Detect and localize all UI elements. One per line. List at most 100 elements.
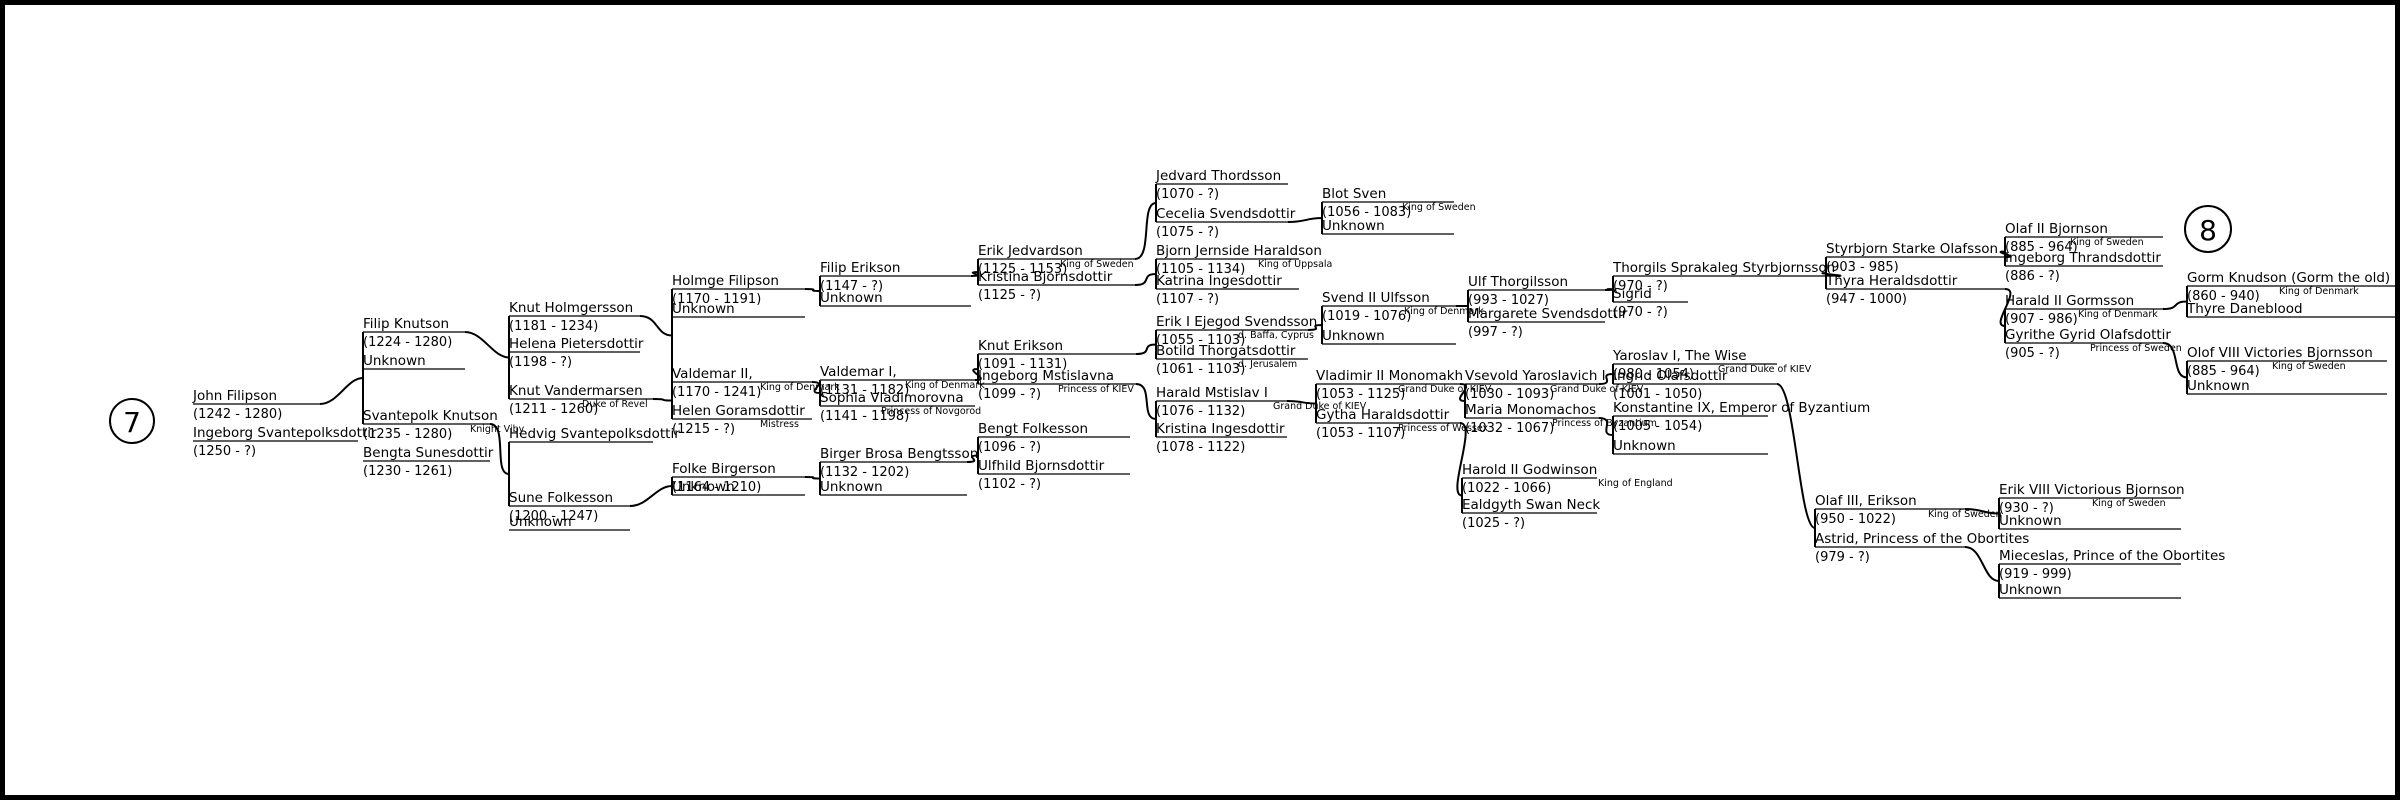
person-name: John Filipson — [192, 388, 277, 404]
person-p34[interactable]: Erik I Ejegod Svendsson(1055 - 1103)d. B… — [1156, 314, 1317, 348]
person-p51[interactable]: Sigrid(970 - ?) — [1613, 286, 1688, 320]
person-p21[interactable]: Sophia Vladimorovna(1141 - 1198)Princess… — [820, 390, 981, 424]
parent-connector — [1999, 237, 2012, 266]
person-p42[interactable]: Vladimir II Monomakh(1053 - 1125)Grand D… — [1316, 368, 1492, 402]
person-dates: (1235 - 1280) — [363, 427, 452, 442]
generation-7-marker[interactable]: 7 — [109, 398, 155, 444]
person-p30[interactable]: Jedvard Thordsson(1070 - ?) — [1155, 168, 1288, 202]
person-p0[interactable]: John Filipson (1242 - 1280) — [192, 388, 320, 422]
person-p53[interactable]: Ingrid Olafsdottir(1001 - 1050) — [1613, 368, 1777, 402]
person-note: Mistress — [760, 419, 799, 430]
person-p41[interactable]: Unknown — [1322, 328, 1456, 345]
person-p17[interactable]: Unknown — [672, 479, 805, 496]
person-p58[interactable]: Olaf III, Erikson(950 - 1022)King of Swe… — [1815, 493, 2002, 527]
person-p36[interactable]: Harald Mstislav I(1076 - 1132)Grand Duke… — [1156, 385, 1367, 419]
person-p35[interactable]: Botild Thorgatsdottir(1061 - 1103)d. Jer… — [1156, 343, 1308, 377]
person-p47[interactable]: Maria Monomachos(1032 - 1067)Princess of… — [1465, 402, 1657, 436]
person-p37[interactable]: Kristina Ingesdottir(1078 - 1122) — [1156, 421, 1287, 455]
person-dates: (970 - ?) — [1613, 305, 1668, 320]
person-p4[interactable]: Svantepolk Knutson(1235 - 1280)Knight Vi… — [363, 408, 525, 442]
person-p46[interactable]: Vsevold Yaroslavich I(1030 - 1093)Grand … — [1465, 368, 1644, 402]
person-p48[interactable]: Harold II Godwinson(1022 - 1066)King of … — [1462, 462, 1673, 496]
person-dates: (919 - 999) — [1999, 567, 2072, 582]
person-p28[interactable]: Bengt Folkesson(1096 - ?) — [978, 421, 1130, 455]
person-p66[interactable]: Mieceslas, Prince of the Obortites(919 -… — [1999, 548, 2225, 582]
person-p65[interactable]: Unknown — [1999, 513, 2181, 530]
person-p43[interactable]: Gytha Haraldsdottir(1053 - 1107)Princess… — [1316, 407, 1489, 441]
person-dates: (947 - 1000) — [1826, 292, 1907, 307]
person-p68[interactable]: Gorm Knudson (Gorm the old)(860 - 940)Ki… — [2187, 270, 2396, 304]
person-p6[interactable]: Knut Holmgersson(1181 - 1234) — [509, 300, 640, 334]
parent-connector — [972, 354, 982, 384]
person-p25[interactable]: Kristina Bjornsdottir(1125 - ?) — [978, 269, 1135, 303]
generation-8-marker[interactable]: 8 — [2184, 205, 2232, 253]
person-name: Unknown — [1999, 582, 2062, 598]
person-p60[interactable]: Olaf II Bjornson(885 - 964)King of Swede… — [2005, 221, 2163, 255]
person-name: Cecelia Svendsdottir — [1156, 206, 1296, 222]
person-p27[interactable]: Ingeborg Mstislavna(1099 - ?)Princess of… — [978, 368, 1136, 402]
person-p64[interactable]: Erik VIII Victorious Bjornson(930 - ?)Ki… — [1999, 482, 2185, 516]
person-p44[interactable]: Ulf Thorgilsson(993 - 1027) — [1468, 274, 1605, 308]
person-p26[interactable]: Knut Erikson(1091 - 1131) — [978, 338, 1136, 372]
person-p40[interactable]: Svend II Ulfsson(1019 - 1076)King of Den… — [1322, 290, 1484, 324]
person-p63[interactable]: Gyrithe Gyrid Olafsdottir(905 - ?)Prince… — [2005, 327, 2182, 361]
person-p3[interactable]: Unknown — [363, 353, 465, 370]
person-p69[interactable]: Thyre Daneblood — [2186, 301, 2396, 318]
person-name: Unknown — [672, 479, 735, 495]
person-p31[interactable]: Cecelia Svendsdottir(1075 - ?) — [1156, 206, 1296, 240]
person-p70[interactable]: Olof VIII Victories Bjornsson(885 - 964)… — [2187, 345, 2387, 379]
parent-connector — [652, 382, 673, 419]
person-p7[interactable]: Helena Pietersdottir(1198 - ?) — [509, 336, 644, 370]
person-p59[interactable]: Astrid, Princess of the Obortites(979 - … — [1815, 531, 2029, 565]
person-p19[interactable]: Unknown — [820, 290, 971, 307]
person-p56[interactable]: Styrbjorn Starke Olafsson(903 - 985) — [1826, 241, 2005, 275]
person-dates: (1198 - ?) — [509, 355, 572, 370]
person-p14[interactable]: Valdemar II,(1170 - 1241)King of Denmark — [672, 366, 840, 400]
person-p10[interactable]: Sune Folkesson(1200 - 1247) — [509, 490, 630, 524]
person-p62[interactable]: Harald II Gormsson(907 - 986)King of Den… — [2005, 293, 2163, 327]
person-p5[interactable]: Bengta Sunesdottir(1230 - 1261) — [363, 445, 494, 479]
person-p45[interactable]: Margarete Svendsdottir(997 - ?) — [1468, 306, 1628, 340]
parent-connector — [1287, 202, 1323, 234]
person-dates: (1055 - 1103) — [1156, 333, 1245, 348]
person-p13[interactable]: Unknown — [672, 301, 805, 318]
person-p54[interactable]: Konstantine IX, Emperor of Byzantium(100… — [1613, 400, 1870, 434]
person-dates: (1032 - 1067) — [1465, 421, 1554, 436]
person-p67[interactable]: Unknown — [1999, 582, 2181, 599]
person-dates: (1125 - ?) — [978, 288, 1041, 303]
person-p52[interactable]: Yaroslav I, The Wise(980 - 1054)Grand Du… — [1612, 348, 1812, 382]
person-p11[interactable]: Unknown — [509, 514, 630, 531]
person-name: Ulfhild Bjornsdottir — [978, 458, 1105, 474]
person-name: Holmge Filipson — [672, 273, 779, 289]
person-p29[interactable]: Ulfhild Bjornsdottir(1102 - ?) — [978, 458, 1130, 492]
start-marker-label: 7 — [123, 406, 141, 439]
person-p55[interactable]: Unknown — [1613, 438, 1768, 455]
person-p38[interactable]: Blot Sven(1056 - 1083)King of Sweden — [1322, 186, 1476, 220]
person-p39[interactable]: Unknown — [1322, 218, 1454, 235]
person-p16[interactable]: Folke Birgerson(1164 - 1210) — [672, 461, 805, 495]
person-dates: (1005 - 1054) — [1613, 419, 1702, 434]
person-name: Ulf Thorgilsson — [1468, 274, 1568, 290]
person-p49[interactable]: Ealdgyth Swan Neck(1025 - ?) — [1462, 497, 1600, 531]
person-p9[interactable]: Hedvig Svantepolksdottir — [509, 426, 680, 443]
person-p18[interactable]: Filip Erikson(1147 - ?) — [820, 260, 971, 294]
person-p8[interactable]: Knut Vandermarsen(1211 - 1260)Duke of Re… — [509, 383, 653, 417]
person-p24[interactable]: Erik Jedvardson(1125 - 1153)King of Swed… — [978, 243, 1135, 277]
person-name: Olof VIII Victories Bjornsson — [2187, 345, 2373, 361]
person-p15[interactable]: Helen Goramsdottir(1215 - ?)Mistress — [672, 403, 812, 437]
person-p50[interactable]: Thorgils Sprakaleg Styrbjornsson(970 - ?… — [1612, 260, 1836, 294]
person-p32[interactable]: Bjorn Jernside Haraldson(1105 - 1134)Kin… — [1156, 243, 1332, 277]
person-p57[interactable]: Thyra Heraldsdottir(947 - 1000) — [1825, 273, 2005, 307]
person-p1[interactable]: Ingeborg Svantepolksdottir(1250 - ?) — [193, 425, 377, 459]
person-dates: (1242 - 1280) — [193, 407, 282, 422]
person-p12[interactable]: Holmge Filipson(1170 - 1191) — [672, 273, 805, 307]
person-p33[interactable]: Katrina Ingesdottir(1107 - ?) — [1156, 273, 1299, 307]
person-p22[interactable]: Birger Brosa Bengtsson(1132 - 1202) — [820, 446, 978, 480]
person-p61[interactable]: Ingeborg Thrandsdottir(886 - ?) — [2005, 250, 2163, 284]
person-dates: (997 - ?) — [1468, 325, 1523, 340]
person-p2[interactable]: Filip Knutson(1224 - 1280) — [363, 316, 465, 350]
person-p71[interactable]: Unknown — [2187, 378, 2387, 395]
person-name: Filip Knutson — [363, 316, 449, 332]
person-p20[interactable]: Valdemar I,(1131 - 1182)King of Denmark — [820, 364, 985, 398]
person-p23[interactable]: Unknown — [820, 479, 967, 496]
